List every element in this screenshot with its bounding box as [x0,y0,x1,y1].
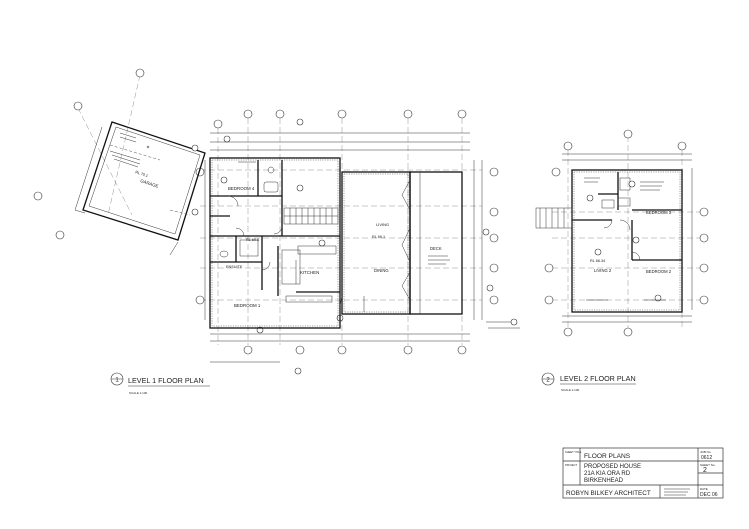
level-2-rl-label: RL 66.34 [590,259,605,263]
level-2-scale: SCALE 1:100 [561,388,580,392]
garage-rl-label: RL 70.1 [135,170,149,178]
garage-wing: RL 70.1 GARAGE [74,121,206,256]
rl-69-6-label: RL 69.6 [246,238,259,242]
job-no: 0612 [701,455,712,461]
sheet-no: 2 [703,467,707,474]
level-2-plan-title-text: LEVEL 2 FLOOR PLAN [560,374,636,383]
living-rl-label: RL 69.1 [372,235,385,239]
date-label: DATE [700,487,708,491]
sheet-title: FLOOR PLANS [584,453,631,460]
bedroom-3-label: BEDROOM 3 [646,210,672,215]
project-line-1: PROPOSED HOUSE [584,464,641,470]
dimension-lines [204,132,483,363]
bedroom-4-label: BEDROOM 4 [228,186,255,191]
kitchen-label: KITCHEN [300,270,319,275]
bedroom-2-label: BEDROOM 2 [646,269,672,274]
level-2-walls: BEDROOM 3 RL 66.34 LIVING 2 BEDROOM 2 [535,169,683,313]
project-line-2: 21A KIA ORA RD [584,471,631,477]
bedroom-1-label: BEDROOM 1 [234,303,261,308]
architect-name: ROBYN BILKEY ARCHITECT [566,490,651,497]
job-no-label: JOB No. [700,450,712,454]
section-markers [223,118,494,375]
level-1-walls: BEDROOM 4 RL 69.6 ENSUITE KITCHEN BEDROO… [209,157,520,329]
level-2-plan-title: 2 LEVEL 2 FLOOR PLAN SCALE 1:100 [541,372,636,392]
level-1-plan-title-text: LEVEL 1 FLOOR PLAN [128,376,204,385]
level-1-plan-title: 1 LEVEL 1 FLOOR PLAN SCALE 1:100 [110,372,210,395]
dining-label: DINING [374,268,389,273]
level-1-scale: SCALE 1:100 [129,391,148,395]
level-1-plan-number: 1 [115,378,119,384]
title-block: SHEET TITLE FLOOR PLANS PROJECT PROPOSED… [562,447,724,499]
living-2-label: LIVING 2 [594,268,612,273]
ensuite-label: ENSUITE [226,265,243,269]
level-2-dimension-lines [562,153,693,323]
level-1-floor-plan: RL 70.1 GARAGE [33,68,520,395]
living-label: LIVING [376,222,389,227]
project-label: PROJECT [565,463,578,467]
sheet-no-label: SHEET No. [700,463,716,467]
date-value: DEC 06 [700,492,718,498]
level-2-floor-plan: BEDROOM 3 RL 66.34 LIVING 2 BEDROOM 2 2 … [535,129,709,392]
sheet-title-label: SHEET TITLE [565,450,582,454]
level-2-grid-bubbles [544,129,709,337]
project-line-3: BIRKENHEAD [584,478,624,484]
stairs [283,207,339,225]
level-2-plan-number: 2 [546,378,550,384]
garage-label: GARAGE [140,178,159,189]
grid-bubbles [33,68,499,355]
deck-label: DECK [430,246,442,251]
